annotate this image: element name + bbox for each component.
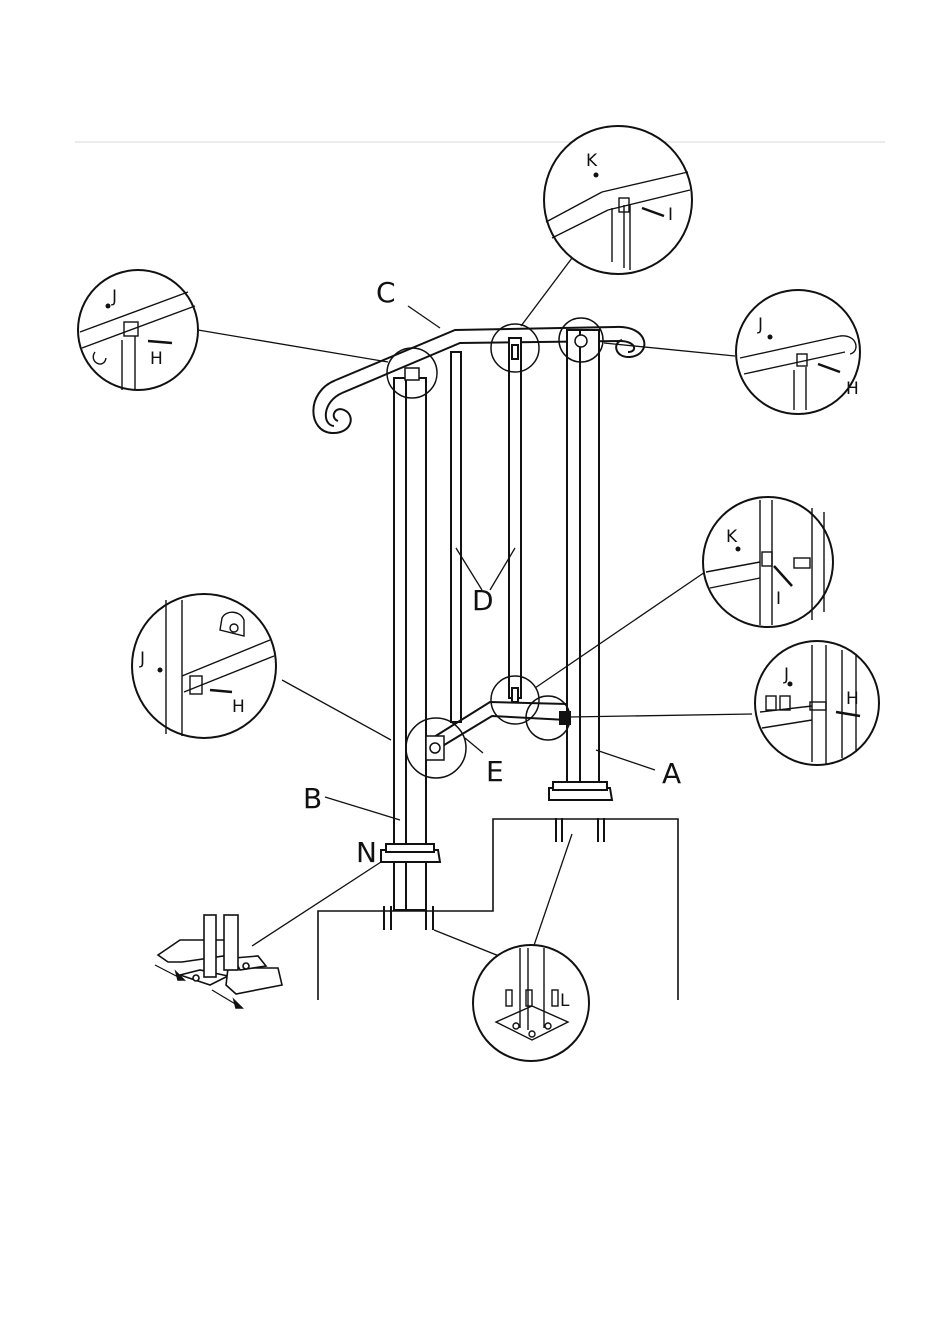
detail-label-k: K [726,527,738,547]
detail-bubble-lower-right: J H [755,641,879,765]
base-detail [155,915,282,1008]
detail-bubble-mid-right: K I [703,497,833,627]
detail-label-j: J [757,315,763,335]
bottom-rail-e [426,702,570,756]
label-d: D [472,584,494,617]
detail-label-i: I [776,589,781,609]
detail-bubble-top-right: J H [736,290,860,414]
detail-label-j: J [783,665,789,685]
detail-label-i: I [668,205,673,225]
detail-bubble-top-center: K I [544,126,692,274]
detail-label-j: J [139,649,145,669]
post-a [549,330,612,842]
detail-label-h: H [846,689,859,709]
detail-bubble-top-left: J H [78,270,198,390]
balusters-d [451,338,521,722]
label-e: E [486,755,504,788]
label-a: A [662,757,681,790]
label-b: B [303,782,322,815]
label-c: C [376,276,396,309]
detail-label-k: K [586,151,598,171]
detail-bubble-mid-left: J H [132,594,276,738]
detail-label-h: H [232,697,245,717]
detail-label-h: H [846,379,859,399]
detail-label-l: L [560,991,570,1011]
post-b [381,378,440,930]
detail-markers [405,335,587,760]
label-n: N [356,836,377,869]
detail-label-h: H [150,349,163,369]
detail-label-j: J [111,287,117,307]
detail-bubble-bottom-center: L [473,945,589,1061]
